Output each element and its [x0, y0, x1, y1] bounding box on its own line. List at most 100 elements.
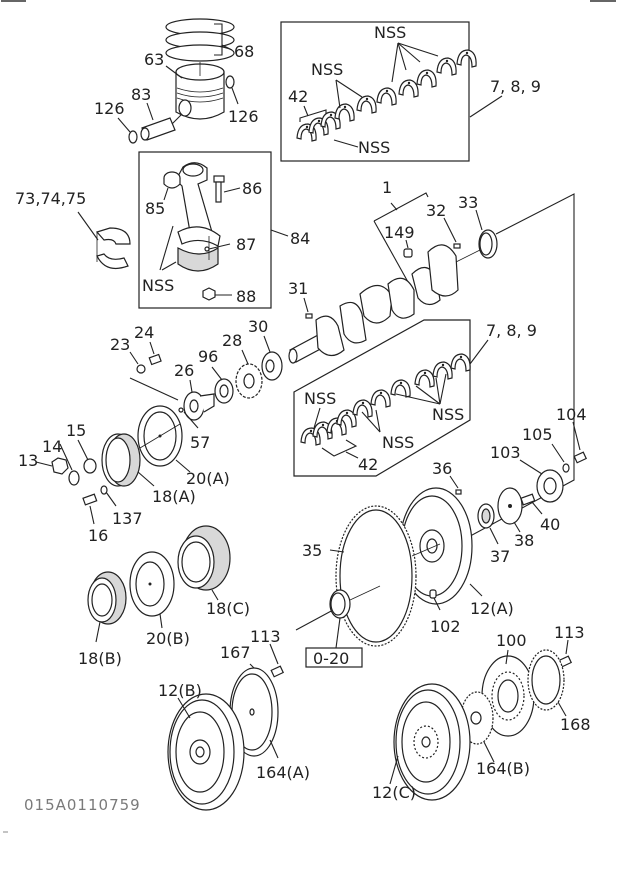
- bolt-113-left[interactable]: [270, 665, 285, 678]
- callout-16: 16: [88, 526, 108, 545]
- callout-nss-bottom-1: NSS: [304, 389, 336, 408]
- bearing-shell[interactable]: [376, 87, 397, 106]
- bearing-shell[interactable]: [436, 57, 457, 76]
- bearing-shell[interactable]: [370, 389, 391, 408]
- pilot-bearing-37[interactable]: [477, 503, 495, 529]
- bearing-shell[interactable]: [390, 379, 411, 398]
- bearing-shell[interactable]: [432, 361, 453, 380]
- pulley-18a[interactable]: [101, 433, 141, 487]
- bearing-shell[interactable]: [416, 69, 437, 88]
- bearing-shell[interactable]: [352, 399, 373, 418]
- callout-164a: 164(A): [256, 763, 310, 782]
- flywheel-bolt-40[interactable]: [520, 493, 536, 506]
- slinger-30[interactable]: [261, 351, 283, 381]
- plate-38[interactable]: [497, 487, 523, 525]
- snap-ring-left[interactable]: [128, 130, 138, 144]
- bearing-oil-hole: [459, 355, 463, 359]
- bearing-oil-hole: [345, 411, 349, 415]
- bearing-oil-hole: [399, 381, 403, 385]
- bearing-shell[interactable]: [356, 95, 377, 114]
- washer-23[interactable]: [136, 364, 146, 374]
- callout-104: 104: [556, 405, 587, 424]
- dowel-36[interactable]: [455, 489, 462, 495]
- pulley-18c[interactable]: [177, 525, 231, 591]
- clip-137[interactable]: [100, 485, 108, 495]
- conrod-bushing[interactable]: [163, 171, 181, 189]
- key-57[interactable]: [178, 407, 184, 413]
- snap-ring-right[interactable]: [225, 75, 235, 89]
- callout-18a: 18(A): [152, 487, 196, 506]
- washer-105[interactable]: [562, 463, 570, 473]
- bolt-16[interactable]: [82, 493, 98, 506]
- bolt-24[interactable]: [148, 353, 162, 366]
- callout-26: 26: [174, 361, 194, 380]
- oil-seal-0-20[interactable]: [329, 589, 351, 619]
- main-bearing-shells-top[interactable]: [296, 49, 477, 142]
- callout-137: 137: [112, 509, 143, 528]
- bearing-shell[interactable]: [398, 79, 419, 98]
- spacer-15[interactable]: [83, 458, 97, 474]
- bolt-102[interactable]: [429, 589, 437, 599]
- bearing-oil-hole: [407, 81, 411, 85]
- conrod-nut[interactable]: [202, 287, 216, 301]
- callout-42-top: 42: [288, 87, 308, 106]
- bearing-oil-hole: [361, 401, 365, 405]
- main-bearing-shells-bottom[interactable]: [300, 353, 471, 446]
- plug-149[interactable]: [403, 248, 413, 258]
- ring-gear-35[interactable]: [335, 505, 417, 647]
- ring-plate-168[interactable]: [527, 649, 565, 711]
- pulley-18b[interactable]: [87, 571, 127, 625]
- piston-rings[interactable]: [165, 18, 235, 62]
- piston-pin[interactable]: [140, 117, 176, 141]
- conrod-assembly[interactable]: [175, 162, 221, 272]
- bolt-104[interactable]: [573, 451, 588, 464]
- conrod-bearing[interactable]: [95, 227, 131, 269]
- callout-23: 23: [110, 335, 130, 354]
- pin-32[interactable]: [453, 243, 461, 249]
- callout-167: 167: [220, 643, 251, 662]
- callout-85: 85: [145, 199, 165, 218]
- damper-pulley-20a[interactable]: [137, 405, 183, 467]
- washer-14[interactable]: [68, 470, 80, 486]
- bearing-shell[interactable]: [456, 49, 477, 68]
- conrod-pin[interactable]: [204, 246, 210, 252]
- callout-789-top: 7, 8, 9: [490, 77, 541, 96]
- callout-113-right: 113: [554, 623, 585, 642]
- bearing-shell[interactable]: [336, 409, 357, 428]
- nut-13[interactable]: [51, 457, 69, 475]
- bearing-shell[interactable]: [334, 103, 355, 122]
- flywheel-12b[interactable]: [167, 693, 245, 811]
- callout-15: 15: [66, 421, 86, 440]
- bearing-shell[interactable]: [312, 421, 333, 440]
- reference-box[interactable]: [305, 647, 363, 668]
- retainer-103[interactable]: [536, 469, 564, 503]
- callout-nss-bottom-3: NSS: [382, 433, 414, 452]
- pulley-hub-26[interactable]: [183, 391, 215, 421]
- key-31[interactable]: [305, 313, 313, 319]
- callout-40: 40: [540, 515, 560, 534]
- callout-96: 96: [198, 347, 218, 366]
- callout-20a: 20(A): [186, 469, 230, 488]
- oil-seal-33[interactable]: [478, 229, 498, 259]
- crank-gear-28[interactable]: [235, 363, 263, 399]
- damper-pulley-20b[interactable]: [129, 551, 175, 617]
- callout-nss-top-1: NSS: [374, 23, 406, 42]
- callout-33: 33: [458, 193, 478, 212]
- crankshaft[interactable]: [288, 244, 481, 364]
- callout-164b: 164(B): [476, 759, 530, 778]
- callout-13: 13: [18, 451, 38, 470]
- piston[interactable]: [175, 62, 225, 120]
- callout-32: 32: [426, 201, 446, 220]
- callout-63: 63: [144, 50, 164, 69]
- main-bearing-box-top: [280, 21, 470, 162]
- bearing-shell[interactable]: [414, 369, 435, 388]
- spacer-96[interactable]: [214, 378, 234, 404]
- bearing-oil-hole: [309, 429, 313, 433]
- callout-149: 149: [384, 223, 415, 242]
- bearing-oil-hole: [465, 51, 469, 55]
- bearing-oil-hole: [445, 59, 449, 63]
- bearing-shell[interactable]: [450, 353, 471, 372]
- flywheel-12c[interactable]: [393, 683, 471, 801]
- conrod-bolt[interactable]: [213, 175, 225, 203]
- bearing-oil-hole: [329, 113, 333, 117]
